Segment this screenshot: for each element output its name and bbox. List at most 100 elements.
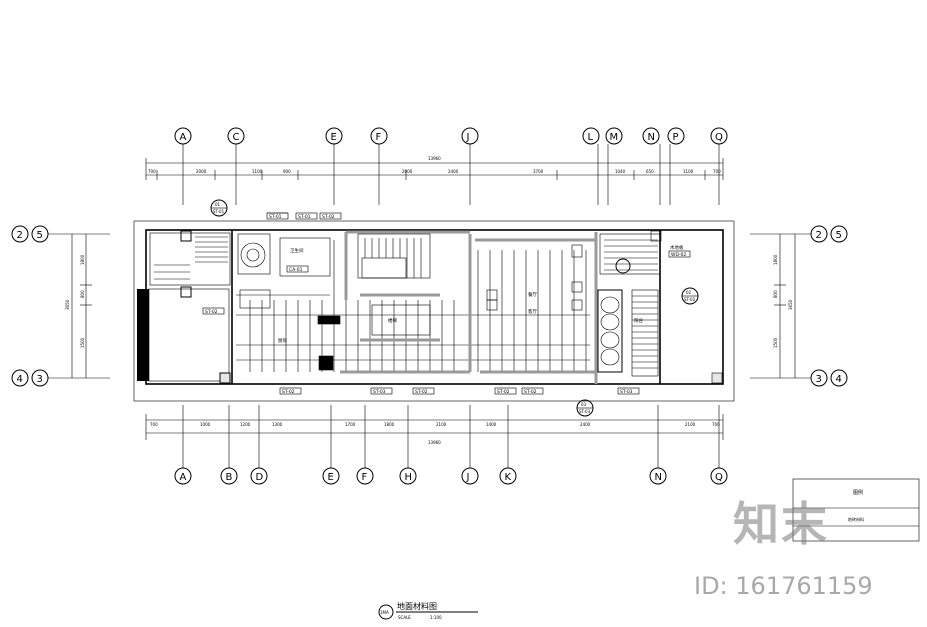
svg-text:E: E [328,472,334,483]
svg-text:650: 650 [646,169,654,174]
material-tag-bottom-2: ST-03 [370,387,393,395]
svg-text:L: L [588,132,594,143]
watermark-id: ID: 161761159 [694,572,873,600]
svg-text:4: 4 [836,374,842,385]
svg-text:700: 700 [712,422,720,427]
svg-text:2400: 2400 [448,169,459,174]
grid-bubble-top-E: E [325,127,343,205]
svg-text:2400: 2400 [580,422,591,427]
svg-text:13960: 13960 [428,156,441,161]
material-tag-st01-b: ST-01 [295,212,318,220]
svg-text:N: N [648,132,655,143]
grid-bubble-top-L: L [582,127,600,205]
grid-bubble-left-5: 5 [31,225,110,243]
svg-text:ST-02: ST-02 [415,389,428,395]
svg-text:3: 3 [816,374,822,385]
drawing-title: 地面材料图 [397,601,437,611]
grid-bubble-bottom-E: E [322,405,340,485]
grid-bubble-top-P: P [667,127,685,205]
svg-text:N: N [655,472,662,483]
grid-bubble-left-4: 4 [11,369,29,387]
material-tag-st02-top: ST-02 [319,212,342,220]
svg-text:2000: 2000 [196,169,207,174]
svg-text:ST-02: ST-02 [205,309,218,315]
svg-text:700: 700 [150,422,158,427]
svg-text:ST-02: ST-02 [282,389,295,395]
grid-bubble-bottom-K: K [499,405,517,485]
svg-text:ST-03: ST-03 [373,389,386,395]
svg-text:1500: 1500 [773,337,778,348]
svg-text:WD-02: WD-02 [671,252,686,258]
svg-text:1400: 1400 [486,422,497,427]
svg-text:2: 2 [17,230,23,241]
scale-label: SCALE [398,615,411,620]
grid-bubble-top-F: F [370,127,388,205]
svg-text:ST-01: ST-01 [298,214,311,220]
svg-text:03: 03 [581,402,587,407]
svg-text:ST-02: ST-02 [684,297,696,302]
svg-text:1800: 1800 [773,254,778,265]
room-label-kitchen: 厨房 [278,337,287,344]
material-tag-bottom-4: ST-02 [494,387,517,395]
svg-text:1700: 1700 [345,422,356,427]
svg-text:Q: Q [715,132,723,143]
floor-plan-body: ST-01 ST-01 ST-02 ST-02 ST-02 ST-03 ST-0… [133,199,735,417]
living-room-furniture [486,244,583,311]
tile-grid-main [236,240,590,372]
svg-text:1500: 1500 [80,337,85,348]
grid-bubble-left-3: 3 [31,369,110,387]
grid-bubble-top-C: C [227,127,245,205]
grid-bubble-bottom-Q: Q [710,405,728,485]
bottom-dimension-lines: 13960 700 1000 1200 1300 1700 1800 2100 … [145,414,724,445]
room-label-stair: 楼梯 [388,317,397,324]
svg-text:1300: 1300 [272,422,283,427]
material-tag-ca01: CA-01 [286,265,309,273]
svg-text:K: K [505,472,512,483]
svg-text:1000: 1000 [200,422,211,427]
decorative-panel [597,289,623,373]
grid-bubble-bottom-J: J [461,405,479,485]
section-callout-bottom: 03 ST-03 [576,399,594,417]
svg-text:900: 900 [283,169,291,174]
top-grid-axis: A C E F J L M N P Q [174,127,728,205]
svg-text:F: F [362,472,368,483]
svg-text:1100: 1100 [252,169,263,174]
right-grid-axis: 2 5 3 4 3650 1800 800 1500 [750,225,848,387]
svg-text:H: H [405,472,413,483]
svg-text:2: 2 [816,230,822,241]
left-grid-axis: 2 5 4 3 3650 1800 800 1500 [11,225,110,387]
section-callout-right: 02 ST-02 [681,287,699,305]
svg-text:D: D [256,472,264,483]
svg-text:13960: 13960 [428,440,441,445]
interior-walls [231,230,598,384]
svg-text:J: J [466,472,470,483]
svg-text:ST-03: ST-03 [579,409,591,414]
legend-header: 图例 [853,490,864,496]
svg-text:A: A [180,132,187,143]
svg-text:B: B [226,472,233,483]
grid-bubble-right-5: 5 [830,225,848,243]
svg-text:ST-02: ST-02 [524,389,537,395]
scale-value: 1:100 [430,615,442,620]
svg-text:P: P [673,132,679,143]
svg-text:木地板: 木地板 [670,244,684,251]
grid-bubble-top-J: J [461,127,479,205]
svg-text:02: 02 [686,290,692,295]
svg-text:3650: 3650 [65,299,70,310]
section-callout-mid [615,258,631,274]
svg-text:CA-01: CA-01 [289,267,303,273]
grid-bubble-top-Q: Q [710,127,728,205]
svg-text:800: 800 [773,290,778,298]
grid-bubble-right-2: 2 [810,225,828,243]
svg-text:Q: Q [715,472,723,483]
svg-text:1040: 1040 [615,169,626,174]
watermark-logo: 知末 [733,497,829,551]
material-tag-bottom-6: ST-03 [617,387,640,395]
grid-bubble-top-M: M [605,127,623,205]
room-label-dining: 餐厅 [528,291,537,298]
grid-bubble-bottom-F: F [356,405,374,485]
svg-text:01: 01 [215,202,221,207]
svg-text:2100: 2100 [685,422,696,427]
svg-text:800: 800 [80,290,85,298]
